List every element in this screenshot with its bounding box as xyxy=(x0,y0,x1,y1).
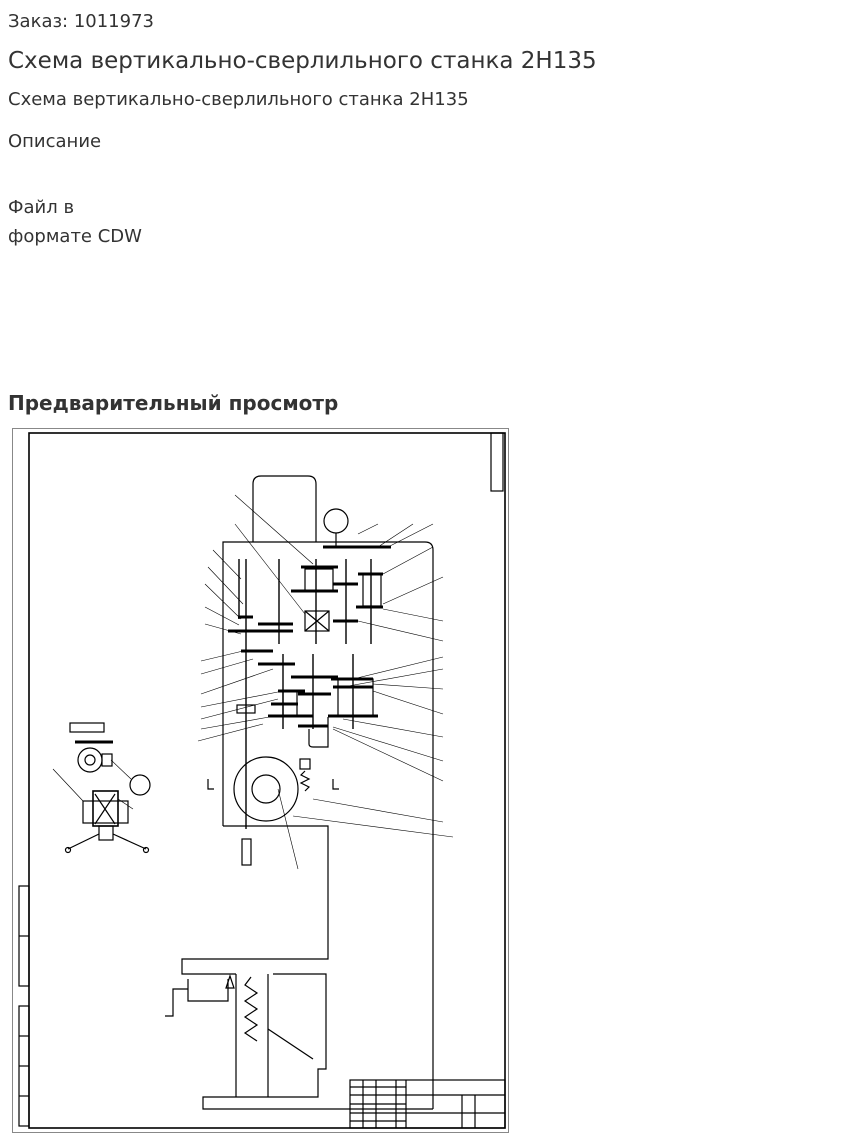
preview-image[interactable] xyxy=(12,428,509,1133)
order-number: Заказ: 1011973 xyxy=(8,11,154,32)
description-text: Файл в формате CDW xyxy=(8,197,142,247)
page-subtitle: Схема вертикально-сверлильного станка 2Н… xyxy=(8,89,469,110)
kinematic-scheme-drawing xyxy=(18,432,506,1129)
page-title: Схема вертикально-сверлильного станка 2Н… xyxy=(8,48,597,74)
description-heading: Описание xyxy=(8,131,102,152)
preview-heading: Предварительный просмотр xyxy=(8,391,339,415)
